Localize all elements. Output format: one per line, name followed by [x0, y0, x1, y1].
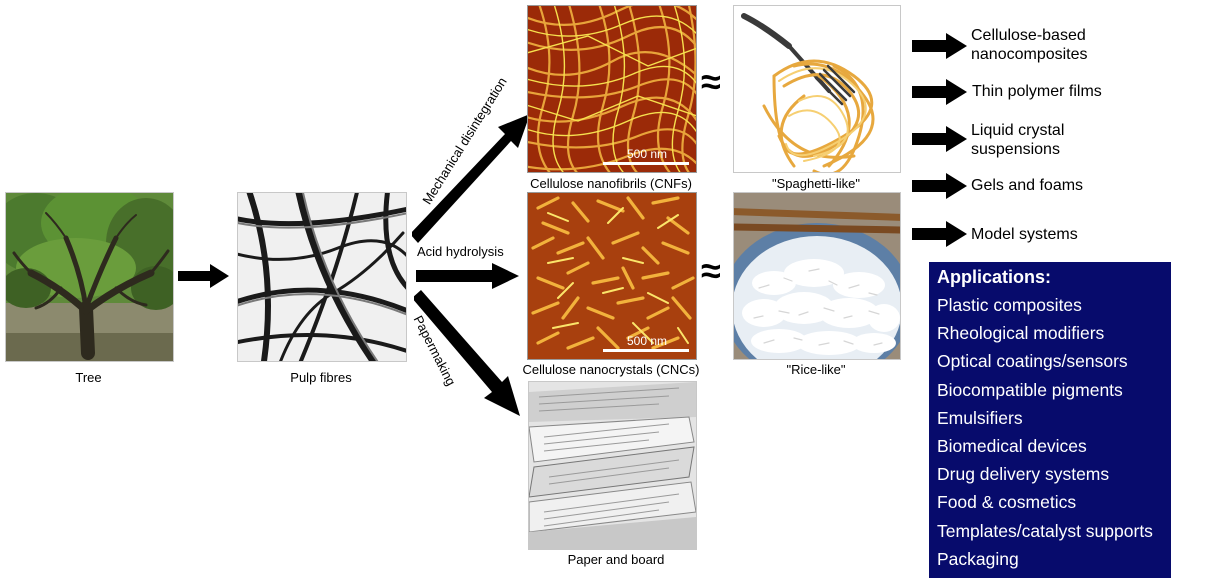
cnc-afm-image [527, 192, 697, 360]
application-item: Biocompatible pigments [937, 379, 1123, 400]
spaghetti-image [733, 5, 901, 173]
arrow-acid-hydrolysis [416, 263, 519, 289]
use-liquid-crystal-suspensions: Liquid crystal suspensions [971, 122, 1065, 158]
application-item: Plastic composites [937, 295, 1082, 315]
rice-image [733, 192, 901, 360]
application-item: Biomedical devices [937, 436, 1087, 457]
tree-image [5, 192, 174, 362]
arrow-use-3 [912, 126, 967, 152]
arrow-use-1 [912, 33, 967, 59]
application-item: Packaging [937, 548, 1019, 569]
rice-caption: "Rice-like" [786, 362, 846, 377]
applications-title: Applications: [937, 267, 1052, 287]
application-item: Optical coatings/sensors [937, 351, 1128, 372]
arrow-use-4 [912, 173, 967, 199]
application-item: Emulsifiers [937, 407, 1023, 428]
arrow-use-5 [912, 221, 967, 247]
pulp-fibres-caption: Pulp fibres [290, 370, 352, 385]
cnc-scalebar-label: 500 nm [627, 334, 668, 348]
paper-caption: Paper and board [567, 552, 665, 567]
application-item: Food & cosmetics [937, 492, 1077, 513]
application-item: Templates/catalyst supports [937, 520, 1153, 541]
acid-hydrolysis-label: Acid hydrolysis [417, 244, 504, 259]
tree-caption: Tree [75, 370, 102, 385]
approx-symbol-cnc: ≈ [701, 250, 721, 291]
applications-list: Plastic composites Rheological modifiers… [937, 291, 1163, 573]
use-model-systems: Model systems [971, 226, 1078, 243]
paper-image [528, 381, 697, 550]
cnc-scalebar [603, 349, 689, 352]
arrow-papermaking [414, 290, 520, 416]
arrow-tree-to-pulp [178, 264, 229, 288]
use-thin-polymer-films: Thin polymer films [972, 83, 1102, 100]
use-gels-and-foams: Gels and foams [971, 177, 1084, 194]
spaghetti-caption: "Spaghetti-like" [772, 176, 860, 191]
pulp-fibres-image [237, 192, 407, 362]
approx-symbol-cnf: ≈ [701, 61, 721, 102]
cnf-scalebar [603, 162, 689, 165]
cnf-caption: Cellulose nanofibrils (CNFs) [530, 176, 692, 191]
application-item: Drug delivery systems [937, 464, 1110, 485]
use-cellulose-based-nanocomposites: Cellulose-based nanocomposites [971, 27, 1088, 63]
cnc-caption: Cellulose nanocrystals (CNCs) [522, 362, 700, 377]
arrow-use-2 [912, 79, 967, 105]
cnf-afm-image [527, 5, 697, 173]
arrow-mechanical-disintegration [412, 114, 530, 243]
applications-box: Applications: Plastic composites Rheolog… [929, 262, 1171, 578]
application-item: Rheological modifiers [937, 323, 1105, 344]
cnf-scalebar-label: 500 nm [627, 147, 668, 161]
